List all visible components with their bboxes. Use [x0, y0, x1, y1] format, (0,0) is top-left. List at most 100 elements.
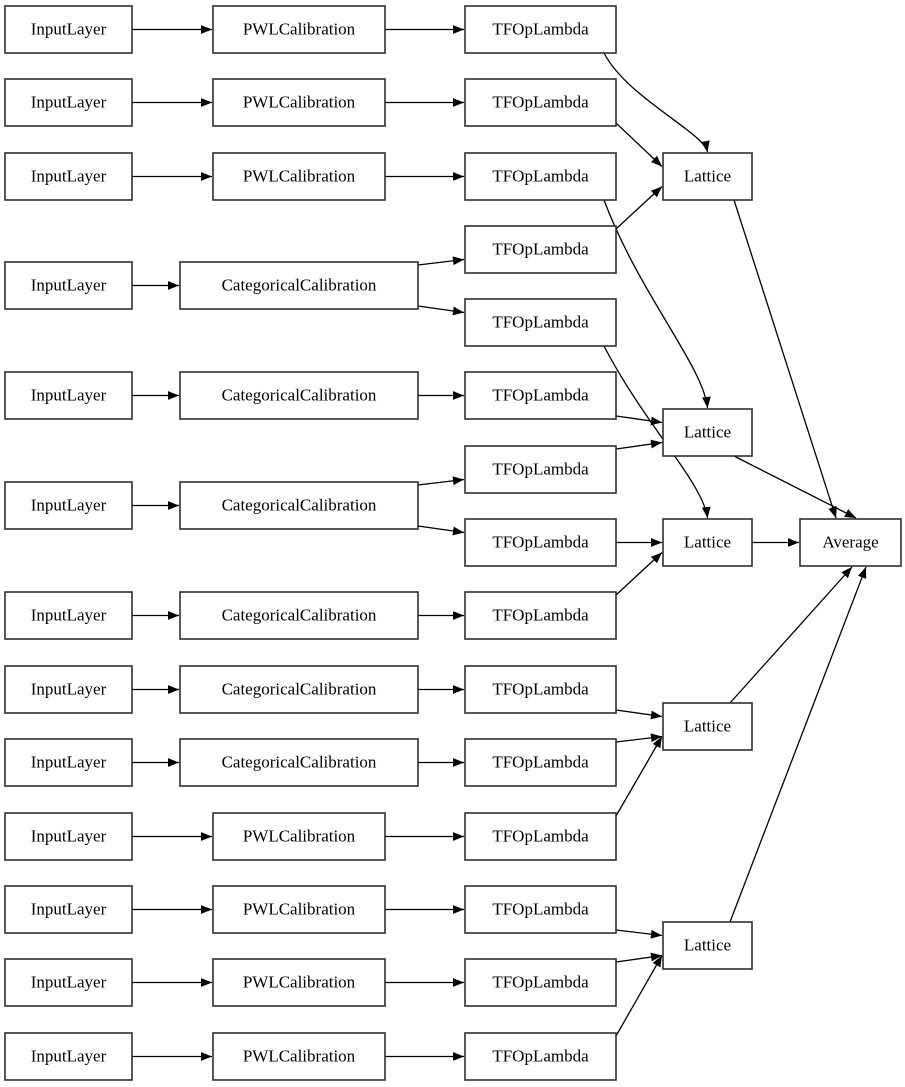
node-in3[interactable]: InputLayer	[4, 152, 133, 201]
node-avg[interactable]: Average	[799, 518, 902, 567]
node-cal6[interactable]: CategoricalCalibration	[179, 481, 419, 530]
node-box[interactable]	[464, 812, 617, 861]
node-cal8[interactable]: CategoricalCalibration	[179, 665, 419, 714]
node-box[interactable]	[212, 885, 386, 934]
node-box[interactable]	[179, 371, 419, 420]
node-in4[interactable]: InputLayer	[4, 261, 133, 310]
node-box[interactable]	[4, 1032, 133, 1081]
node-box[interactable]	[179, 261, 419, 310]
node-box[interactable]	[4, 481, 133, 530]
node-box[interactable]	[179, 738, 419, 787]
node-box[interactable]	[464, 5, 617, 54]
node-in10[interactable]: InputLayer	[4, 812, 133, 861]
node-box[interactable]	[212, 5, 386, 54]
node-box[interactable]	[464, 298, 617, 347]
node-box[interactable]	[464, 885, 617, 934]
node-box[interactable]	[4, 885, 133, 934]
node-box[interactable]	[4, 5, 133, 54]
node-box[interactable]	[212, 78, 386, 127]
node-op14[interactable]: TFOpLambda	[464, 958, 617, 1007]
node-box[interactable]	[464, 1032, 617, 1081]
node-box[interactable]	[212, 1032, 386, 1081]
node-op10[interactable]: TFOpLambda	[464, 665, 617, 714]
node-box[interactable]	[4, 371, 133, 420]
node-in1[interactable]: InputLayer	[4, 5, 133, 54]
node-in6[interactable]: InputLayer	[4, 481, 133, 530]
node-box[interactable]	[662, 152, 753, 201]
node-in7[interactable]: InputLayer	[4, 591, 133, 640]
node-lat5[interactable]: Lattice	[662, 921, 753, 970]
node-op3[interactable]: TFOpLambda	[464, 152, 617, 201]
node-box[interactable]	[464, 78, 617, 127]
node-op9[interactable]: TFOpLambda	[464, 591, 617, 640]
node-box[interactable]	[4, 591, 133, 640]
node-in9[interactable]: InputLayer	[4, 738, 133, 787]
node-op6[interactable]: TFOpLambda	[464, 371, 617, 420]
node-op15[interactable]: TFOpLambda	[464, 1032, 617, 1081]
node-box[interactable]	[662, 921, 753, 970]
node-cal2[interactable]: PWLCalibration	[212, 78, 386, 127]
node-cal9[interactable]: CategoricalCalibration	[179, 738, 419, 787]
node-box[interactable]	[464, 665, 617, 714]
node-box[interactable]	[212, 812, 386, 861]
node-box[interactable]	[799, 518, 902, 567]
node-box[interactable]	[4, 738, 133, 787]
node-op8[interactable]: TFOpLambda	[464, 518, 617, 567]
node-box[interactable]	[464, 518, 617, 567]
node-box[interactable]	[464, 225, 617, 274]
node-in2[interactable]: InputLayer	[4, 78, 133, 127]
node-box[interactable]	[464, 371, 617, 420]
node-in12[interactable]: InputLayer	[4, 958, 133, 1007]
node-label: InputLayer	[31, 19, 107, 38]
node-cal12[interactable]: PWLCalibration	[212, 958, 386, 1007]
node-lat3[interactable]: Lattice	[662, 518, 753, 567]
node-label: CategoricalCalibration	[222, 679, 377, 698]
node-box[interactable]	[662, 702, 753, 751]
node-op13[interactable]: TFOpLambda	[464, 885, 617, 934]
node-in5[interactable]: InputLayer	[4, 371, 133, 420]
node-box[interactable]	[179, 481, 419, 530]
node-lat2[interactable]: Lattice	[662, 408, 753, 457]
node-cal13[interactable]: PWLCalibration	[212, 1032, 386, 1081]
arrowhead-icon	[650, 929, 662, 939]
node-box[interactable]	[179, 665, 419, 714]
node-cal5[interactable]: CategoricalCalibration	[179, 371, 419, 420]
edge-op15-to-lat5	[615, 955, 663, 1037]
node-op7[interactable]: TFOpLambda	[464, 445, 617, 494]
node-cal4[interactable]: CategoricalCalibration	[179, 261, 419, 310]
node-box[interactable]	[464, 591, 617, 640]
node-op11[interactable]: TFOpLambda	[464, 738, 617, 787]
node-box[interactable]	[464, 445, 617, 494]
node-op4[interactable]: TFOpLambda	[464, 225, 617, 274]
node-box[interactable]	[4, 812, 133, 861]
node-box[interactable]	[4, 78, 133, 127]
node-cal11[interactable]: PWLCalibration	[212, 885, 386, 934]
node-box[interactable]	[212, 958, 386, 1007]
node-box[interactable]	[4, 958, 133, 1007]
node-cal10[interactable]: PWLCalibration	[212, 812, 386, 861]
node-cal1[interactable]: PWLCalibration	[212, 5, 386, 54]
node-box[interactable]	[662, 518, 753, 567]
node-in11[interactable]: InputLayer	[4, 885, 133, 934]
node-op12[interactable]: TFOpLambda	[464, 812, 617, 861]
edge-cal6-to-op8	[417, 525, 465, 536]
node-box[interactable]	[4, 152, 133, 201]
node-op2[interactable]: TFOpLambda	[464, 78, 617, 127]
node-lat1[interactable]: Lattice	[662, 152, 753, 201]
node-lat4[interactable]: Lattice	[662, 702, 753, 751]
node-op5[interactable]: TFOpLambda	[464, 298, 617, 347]
node-box[interactable]	[4, 261, 133, 310]
node-box[interactable]	[212, 152, 386, 201]
node-in8[interactable]: InputLayer	[4, 665, 133, 714]
node-box[interactable]	[4, 665, 133, 714]
node-in13[interactable]: InputLayer	[4, 1032, 133, 1081]
node-box[interactable]	[464, 738, 617, 787]
node-box[interactable]	[662, 408, 753, 457]
edge-cal3-to-op3	[385, 172, 464, 181]
node-cal7[interactable]: CategoricalCalibration	[179, 591, 419, 640]
node-op1[interactable]: TFOpLambda	[464, 5, 617, 54]
node-box[interactable]	[464, 152, 617, 201]
node-box[interactable]	[464, 958, 617, 1007]
node-box[interactable]	[179, 591, 419, 640]
node-cal3[interactable]: PWLCalibration	[212, 152, 386, 201]
